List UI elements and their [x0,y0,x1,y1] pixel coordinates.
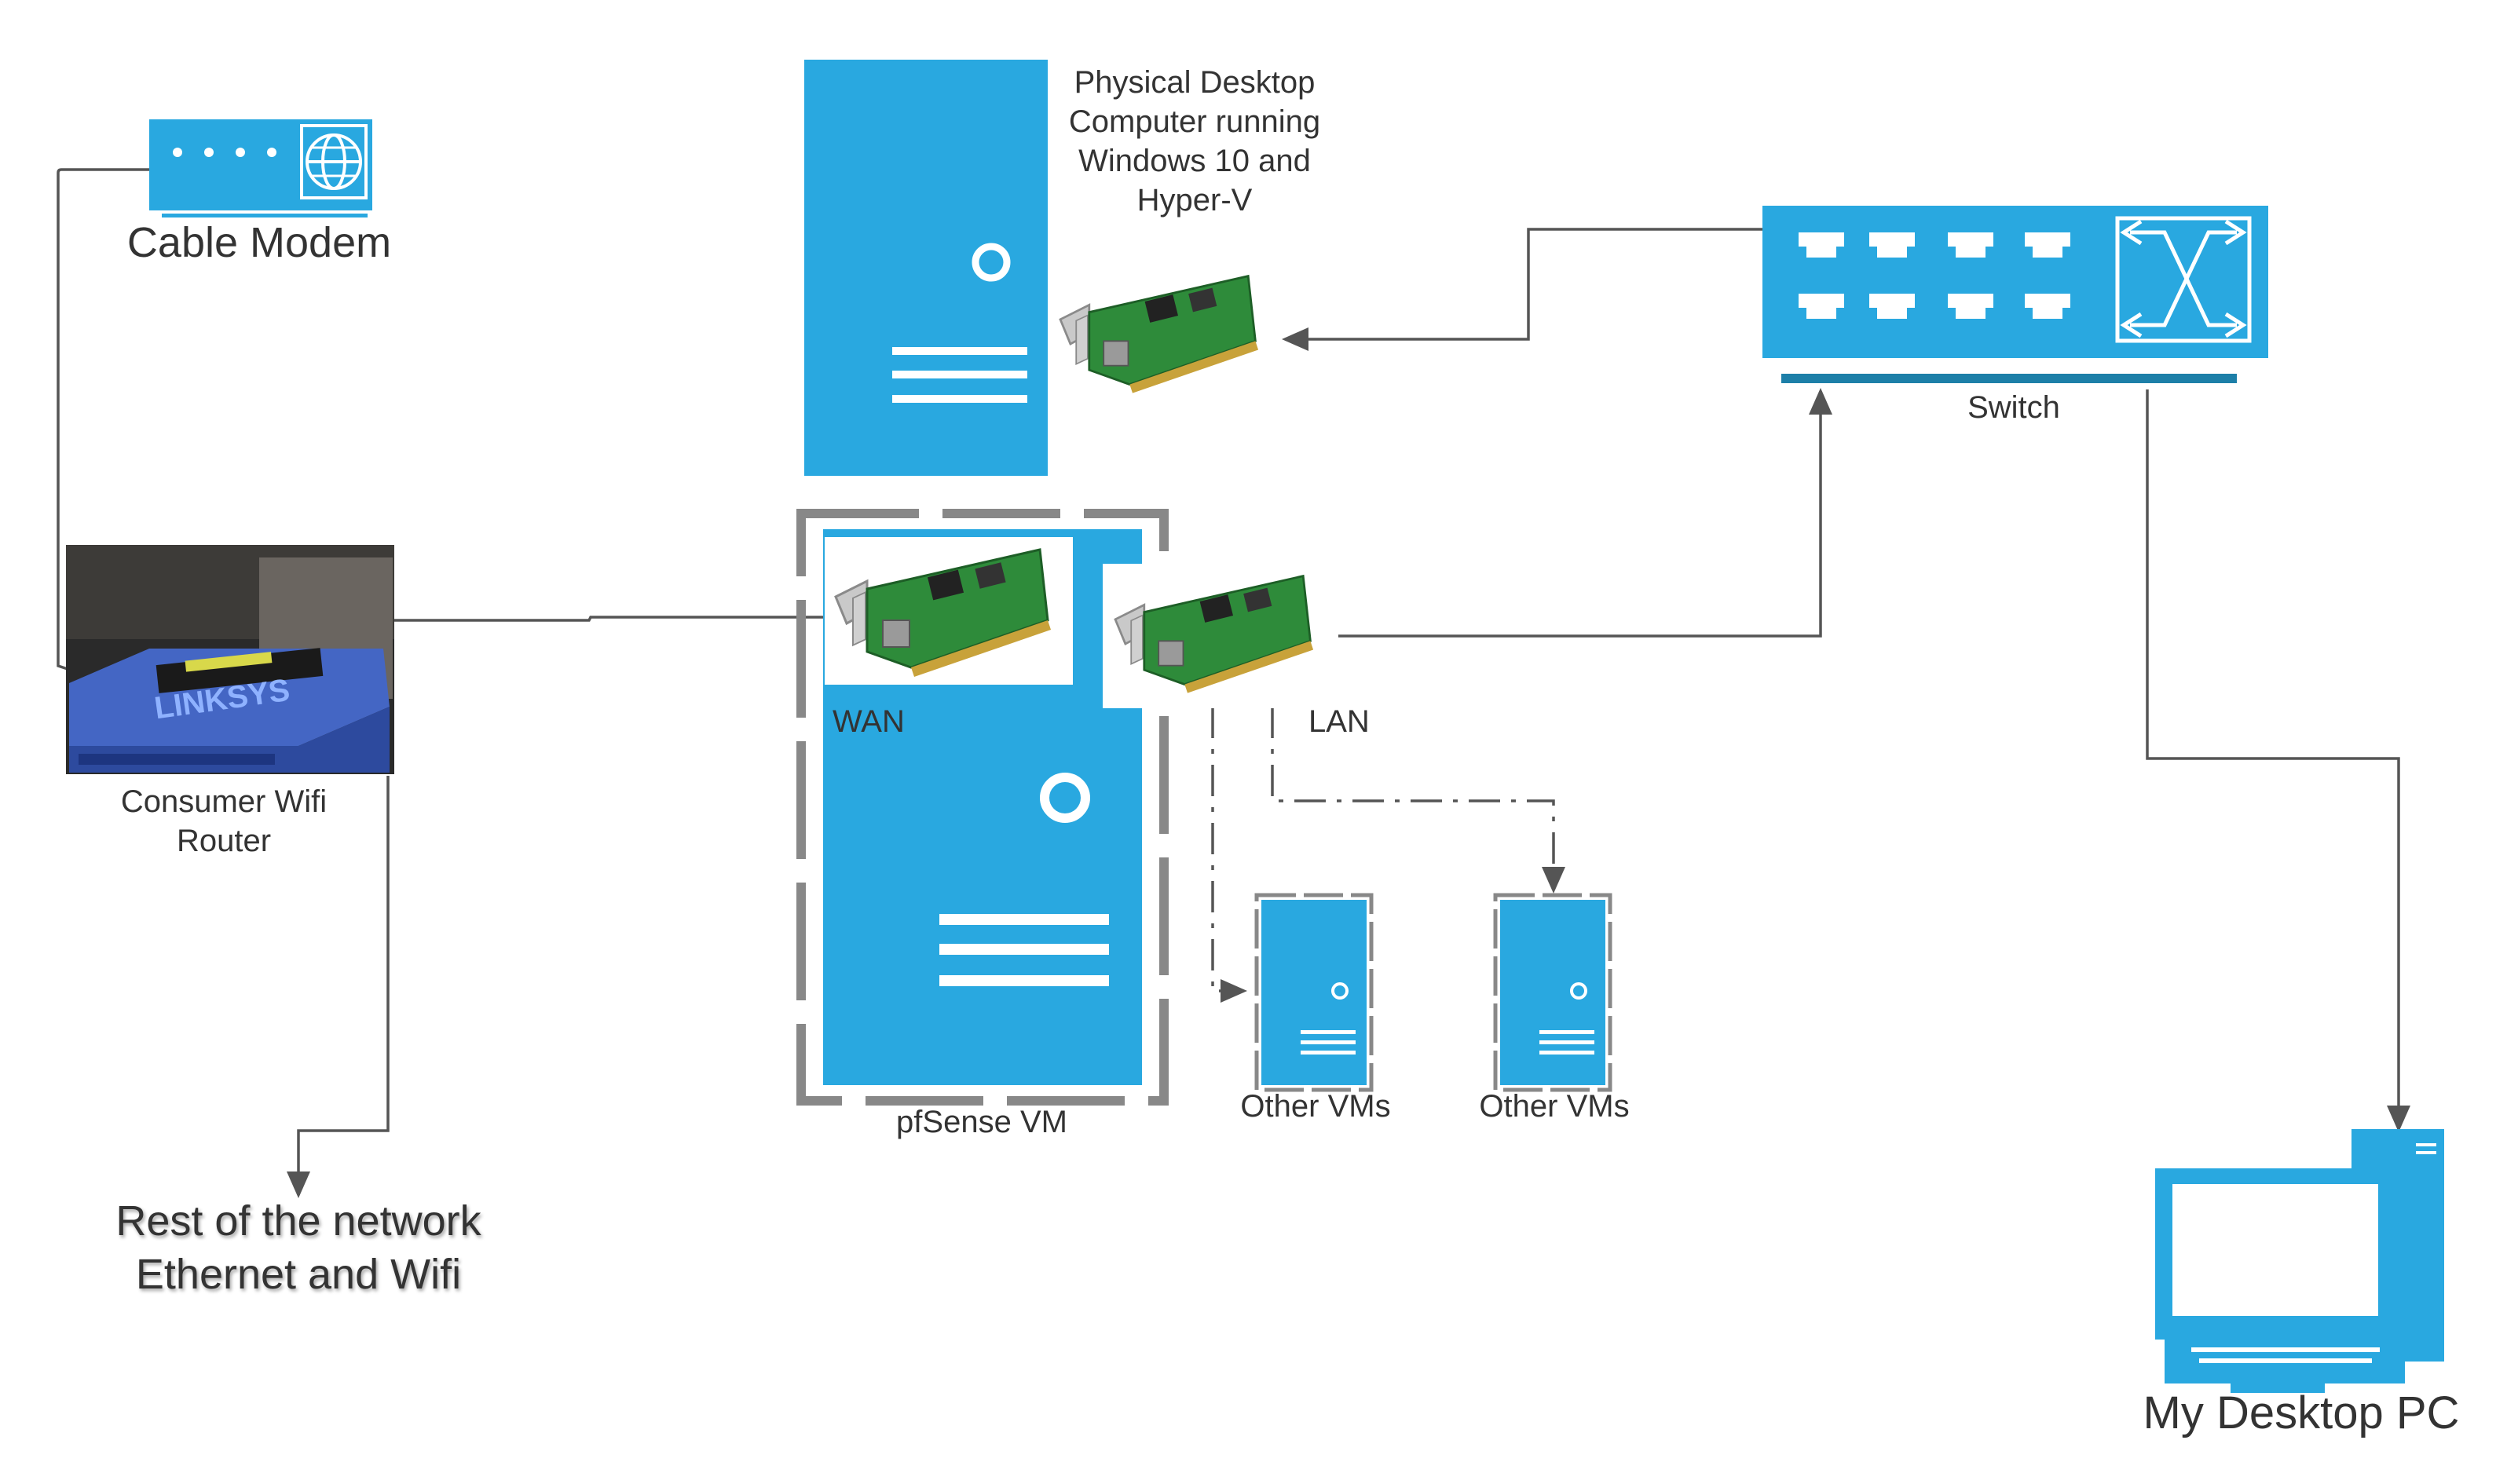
edge-switch-desktop [1282,228,1762,351]
edge-lan-switch [1335,388,1832,638]
physical-desktop-nic-icon [1059,275,1260,395]
physical-desktop-label-line1: Physical Desktop [1074,65,1316,100]
wan-label: WAN [833,704,905,739]
other-vm-1-icon [1254,893,1374,1092]
physical-desktop-label-line3: Windows 10 and [1078,144,1311,178]
switch-label: Switch [1967,390,2060,425]
router-label: Consumer Wifi Router [86,782,361,861]
edge-router-wan [393,605,866,629]
router-label-line2: Router [176,824,272,858]
my-desktop-label: My Desktop PC [2143,1387,2460,1438]
lan-label: LAN [1308,704,1370,739]
rest-of-network-label-line1: Rest of the network [115,1197,481,1245]
cable-modem-label: Cable Modem [126,219,392,266]
edge-lan-vm2 [1271,707,1565,894]
linksys-router-photo: LINKSYS [66,545,394,774]
desktop-computer-icon [2155,1129,2444,1393]
physical-desktop-label-line2: Computer running [1068,104,1321,139]
physical-desktop-tower-icon [804,60,1048,476]
edge-switch-mypc [2146,389,2410,1132]
router-label-line1: Consumer Wifi [120,784,328,819]
cable-modem-icon [149,119,372,217]
physical-desktop-label-line4: Hyper-V [1136,183,1253,217]
rest-of-network-label: Rest of the network Ethernet and Wifi [63,1195,534,1301]
physical-desktop-label: Physical Desktop Computer running Window… [1018,63,1371,220]
pfsense-vm-label: pfSense VM [896,1105,1067,1139]
edge-router-rest [287,776,390,1198]
other-vm-1-label: Other VMs [1240,1089,1391,1124]
edge-lan-vm1 [1211,707,1247,1003]
rest-of-network-label-line2: Ethernet and Wifi [135,1250,462,1298]
network-switch-icon [1762,206,2268,383]
edge-modem-router [57,168,151,671]
other-vm-2-label: Other VMs [1479,1089,1630,1124]
other-vm-2-icon [1493,893,1612,1092]
